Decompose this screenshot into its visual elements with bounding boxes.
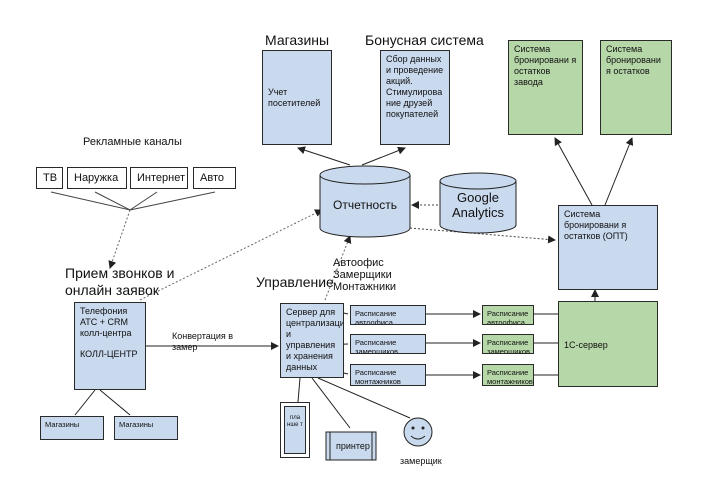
cc-shop-right bbox=[99, 389, 131, 416]
arrow-opt-stock bbox=[604, 137, 634, 206]
bonus-heading: Бонусная система bbox=[365, 32, 484, 48]
ad-channels-heading: Рекламные каналы bbox=[83, 136, 182, 148]
measurer-label: замерщик bbox=[400, 456, 442, 466]
one-c-server-box: 1С-сервер bbox=[558, 301, 658, 387]
ad-channel-auto: Авто bbox=[193, 167, 236, 189]
arrow-opt-factory bbox=[554, 137, 593, 206]
ad-channel-internet: Интернет bbox=[130, 167, 188, 189]
server-tablet bbox=[297, 377, 301, 403]
management-heading: Управление bbox=[256, 274, 334, 290]
arrow-to-bonus bbox=[361, 146, 406, 166]
arrow-server-reports bbox=[324, 235, 352, 301]
reports-cylinder bbox=[319, 165, 411, 238]
printer-label: принтер bbox=[336, 441, 370, 451]
google-analytics-cylinder bbox=[439, 172, 517, 234]
autooffice-heading: Автоофис Замерщики Монтажники bbox=[333, 257, 397, 293]
schedule-installers: Расписание монтажников bbox=[350, 364, 426, 386]
bonus-box: Сбор данных и проведение акций. Стимулир… bbox=[380, 50, 450, 145]
factory-booking-box: Система бронировани я остатков завода bbox=[508, 40, 583, 135]
reports-label: Отчетность bbox=[333, 198, 397, 212]
ad-line-internet bbox=[129, 191, 158, 211]
visitors-box: Учет посетителей bbox=[262, 50, 332, 145]
ad-to-calls bbox=[108, 209, 131, 269]
measurer-face-icon bbox=[403, 417, 433, 447]
arrow-reports-opt bbox=[409, 227, 556, 244]
stores-heading: Магазины bbox=[265, 32, 330, 48]
schedule-measurers-1c: Расписание замерщиков bbox=[482, 334, 534, 354]
ad-line-outdoor bbox=[94, 191, 131, 211]
stock-booking-box: Система бронировани я остатков bbox=[600, 40, 672, 135]
cc-shop-left bbox=[74, 389, 96, 416]
shop-box-right: Магазины bbox=[114, 416, 178, 440]
schedule-autooffice-1c: Расписание автоофиса bbox=[482, 305, 534, 325]
tablet-device: пла нше т bbox=[280, 402, 310, 458]
arrow-callcenter-reports bbox=[139, 209, 323, 301]
ad-line-auto bbox=[129, 191, 216, 211]
tablet-screen: пла нше т bbox=[284, 406, 306, 454]
calls-heading-line1: Прием звонков и bbox=[65, 265, 175, 281]
conversion-label: Конвертация в замер bbox=[172, 331, 234, 352]
ad-line-tv bbox=[50, 191, 131, 211]
arrow-to-visitors bbox=[297, 146, 351, 166]
server-printer bbox=[311, 377, 351, 429]
printer-shape bbox=[325, 431, 377, 461]
calls-heading-line2: онлайн заявок bbox=[65, 282, 159, 298]
server-measurer bbox=[317, 377, 411, 419]
schedule-autooffice: Расписание автоофиса bbox=[350, 305, 426, 325]
ad-channel-outdoor: Наружка bbox=[67, 167, 127, 189]
schedule-measurers: Расписание замерщиков bbox=[350, 334, 426, 354]
shop-box-left: Магазины bbox=[40, 416, 104, 440]
server-box: Сервер для централизаци и управления и х… bbox=[280, 303, 344, 378]
schedule-installers-1c: Расписание монтажников bbox=[482, 364, 534, 386]
ad-channel-tv: ТВ bbox=[36, 167, 63, 189]
callcenter-box: Телефония АТС + CRM колл-центра КОЛЛ-ЦЕН… bbox=[74, 302, 146, 390]
opt-booking-box: Система бронировани я остатков (ОПТ) bbox=[558, 205, 658, 290]
google-analytics-label: Google Analytics bbox=[451, 190, 505, 220]
